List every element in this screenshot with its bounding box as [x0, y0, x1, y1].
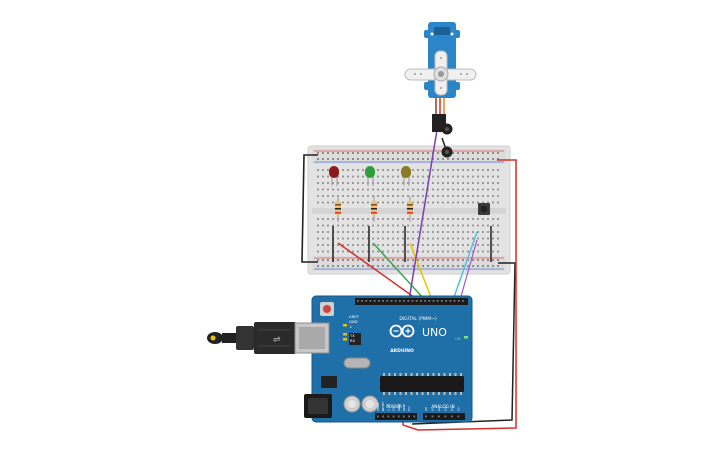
servo-motor[interactable]: [404, 22, 477, 158]
digital-label: DIGITAL (PWM~): [399, 316, 437, 322]
atmega-chip: [380, 376, 464, 392]
power-pin-label: GND: [397, 403, 401, 411]
l-label: L: [350, 325, 352, 329]
led-tx-indicator: [343, 333, 347, 336]
resistor-1[interactable]: [335, 196, 341, 222]
power-header: [375, 413, 417, 420]
bottom-header-pins: [377, 415, 460, 418]
brand-label: ARDUINO: [390, 348, 414, 354]
resistor-2[interactable]: [371, 196, 377, 222]
analog-pin-label: A4: [450, 407, 454, 411]
arduino-infinity-icon: [389, 324, 415, 338]
arduino-uno-board[interactable]: DIGITAL (PWM~) AREF GND ARDUINO UNO POWE…: [294, 295, 473, 423]
power-label: POWER: [386, 404, 402, 409]
usb-plug-boot: [236, 326, 254, 350]
led-rx-indicator: [343, 338, 347, 341]
analog-pin-label: A1: [431, 407, 435, 411]
aref-label: AREF: [349, 314, 359, 319]
crystal: [343, 357, 371, 369]
rx-label: RX: [350, 339, 355, 343]
power-pin-label: GND: [402, 403, 406, 411]
led-on-indicator: [464, 336, 468, 339]
usb-chip: [349, 333, 361, 345]
on-label: ON: [455, 337, 461, 341]
voltage-regulator: [321, 376, 337, 388]
wire-green-led[interactable]: [372, 242, 426, 301]
analog-pin-label: A2: [437, 407, 441, 411]
power-pin-label: 5V: [392, 406, 396, 411]
resistor-3[interactable]: [407, 196, 413, 222]
power-pin-label: IOREF: [376, 402, 380, 411]
servo-label-plate: [434, 27, 450, 35]
wire-red-5v[interactable]: [402, 159, 517, 431]
digital-header: [355, 298, 468, 305]
analog-pin-label: A3: [444, 407, 448, 411]
power-pin-label: Vin: [407, 406, 411, 411]
led-green[interactable]: [365, 166, 375, 186]
gnd-label: GND: [349, 319, 358, 324]
analog-header: [423, 413, 465, 420]
analog-pin-label: A0: [424, 407, 428, 411]
usb-cable[interactable]: ⇌: [207, 322, 296, 354]
wire-black-left[interactable]: [301, 154, 318, 263]
wire-cyan-button[interactable]: [452, 231, 478, 301]
analog-label: ANALOG IN: [431, 404, 454, 409]
reset-button-cap: [323, 305, 331, 313]
analog-pin-label: A5: [457, 407, 461, 411]
model-label: UNO: [422, 326, 447, 339]
atmega-pins: [383, 373, 462, 395]
wire-purple-servo[interactable]: [408, 129, 438, 301]
power-pin-label: 3.3V: [386, 403, 390, 411]
usb-symbol-icon: ⇌: [273, 335, 281, 345]
led-red[interactable]: [329, 166, 339, 186]
wires: [301, 129, 517, 431]
wire-yellow-led[interactable]: [409, 242, 433, 301]
tx-label: TX: [349, 334, 355, 338]
digital-header-pins: [357, 300, 464, 302]
breadboard-holes: [317, 152, 499, 267]
led-yellow[interactable]: [401, 166, 411, 186]
wire-purple-button[interactable]: [459, 239, 478, 301]
power-pin-label: RESET: [381, 401, 385, 411]
wire-red-led[interactable]: [337, 242, 419, 301]
push-button[interactable]: [478, 203, 490, 215]
led-l-indicator: [343, 324, 347, 327]
